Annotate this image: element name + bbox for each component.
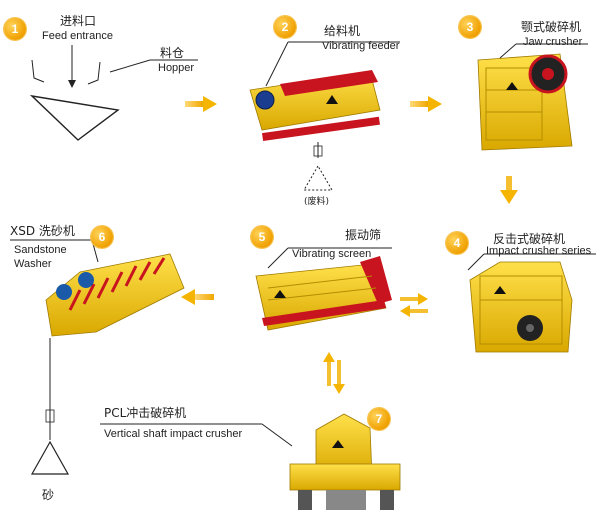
vsi-crusher-en: Vertical shaft impact crusher (104, 428, 243, 440)
sand-output-label: 砂 (42, 488, 55, 502)
waste-label: (废料) (304, 197, 330, 207)
vsi-crusher-machine (100, 413, 401, 510)
step-badge-4: 4 (446, 232, 468, 254)
arrow-left-5 (181, 289, 214, 305)
arrow-down-3 (500, 176, 518, 204)
step-badge-5: 5 (251, 226, 273, 248)
sand-washer-en-line2: Washer (14, 258, 52, 270)
arrow-bidirectional-4-5 (400, 293, 428, 317)
sand-washer-machine (10, 239, 185, 475)
jaw-crusher-cn: 颚式破碎机 (521, 20, 582, 34)
vibrating-feeder-en: Vibrating feeder (322, 40, 400, 52)
vibrating-feeder-cn: 给料机 (324, 24, 361, 38)
impact-crusher-en: Impact crusher series (486, 245, 592, 257)
step-badge-2: 2 (274, 16, 296, 38)
feed-entrance-cn: 进料口 (60, 14, 97, 28)
jaw-crusher-machine (477, 43, 588, 151)
sand-washer-cn: XSD 洗砂机 (10, 224, 75, 238)
sand-washer-en-line1: Sandstone (14, 244, 67, 256)
hopper-cn: 料仓 (160, 46, 185, 60)
feed-entrance-en: Feed entrance (42, 30, 113, 42)
step-badge-3: 3 (459, 16, 481, 38)
vibrating-feeder-machine (249, 41, 400, 191)
vsi-crusher-cn: PCL冲击破碎机 (104, 406, 187, 420)
jaw-crusher-en: Jaw crusher (523, 36, 583, 48)
vibrating-screen-en: Vibrating screen (292, 248, 372, 260)
step-badge-7: 7 (368, 408, 390, 430)
arrow-bidirectional-5-7 (323, 352, 345, 394)
step-badge-1: 1 (4, 18, 26, 40)
vibrating-screen-cn: 振动筛 (345, 228, 382, 242)
impact-crusher-cn: 反击式破碎机 (493, 232, 566, 246)
hopper-en: Hopper (158, 62, 195, 74)
arrow-right-1 (185, 96, 217, 112)
step-badge-6: 6 (91, 226, 113, 248)
vibrating-screen-machine (255, 247, 392, 331)
arrow-right-2 (410, 96, 442, 112)
feed-entrance-hopper (29, 45, 198, 141)
impact-crusher-machine (467, 253, 596, 353)
